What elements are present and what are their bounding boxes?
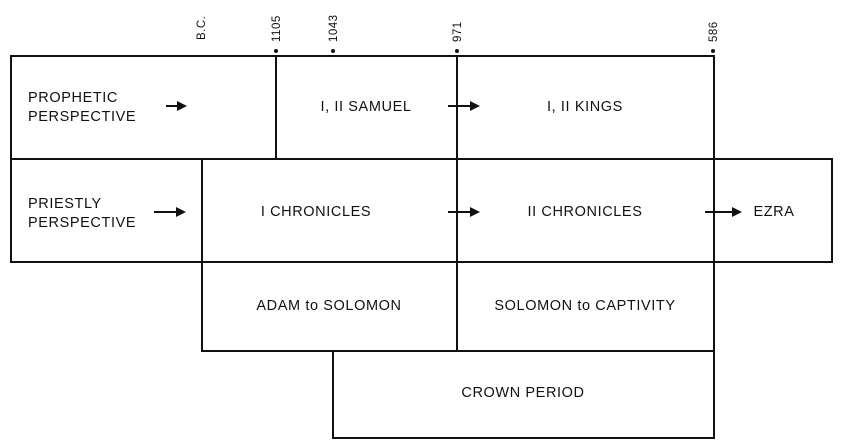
era-label: B.C.	[196, 16, 208, 40]
year-tick-971: 971	[452, 21, 464, 53]
book-kings: I, II KINGS	[547, 99, 623, 115]
crown-period-box	[332, 350, 715, 439]
year-tick-1043: 1043	[328, 14, 340, 53]
prophetic-label-line-2: PERSPECTIVE	[28, 109, 136, 125]
book-ezra: EZRA	[753, 204, 794, 220]
year-label-1043: 1043	[328, 14, 340, 42]
period-solomon-to-captivity: SOLOMON to CAPTIVITY	[494, 298, 675, 314]
book-ii-chronicles: II CHRONICLES	[528, 204, 643, 220]
year-tick-586: 586	[708, 21, 720, 53]
priestly-row-box	[10, 158, 833, 263]
book-i-chronicles: I CHRONICLES	[261, 204, 371, 220]
year-label-586: 586	[708, 21, 720, 42]
priestly-label-line-1: PRIESTLY	[28, 196, 102, 212]
book-samuel: I, II SAMUEL	[321, 99, 412, 115]
year-label-971: 971	[452, 21, 464, 42]
year-label-1105: 1105	[271, 15, 283, 42]
period-adam-to-solomon: ADAM to SOLOMON	[256, 298, 401, 314]
year-tick-1105: 1105	[271, 15, 283, 53]
crown-period-label: CROWN PERIOD	[461, 385, 584, 401]
prophetic-label-line-1: PROPHETIC	[28, 90, 118, 106]
priestly-label-line-2: PERSPECTIVE	[28, 215, 136, 231]
